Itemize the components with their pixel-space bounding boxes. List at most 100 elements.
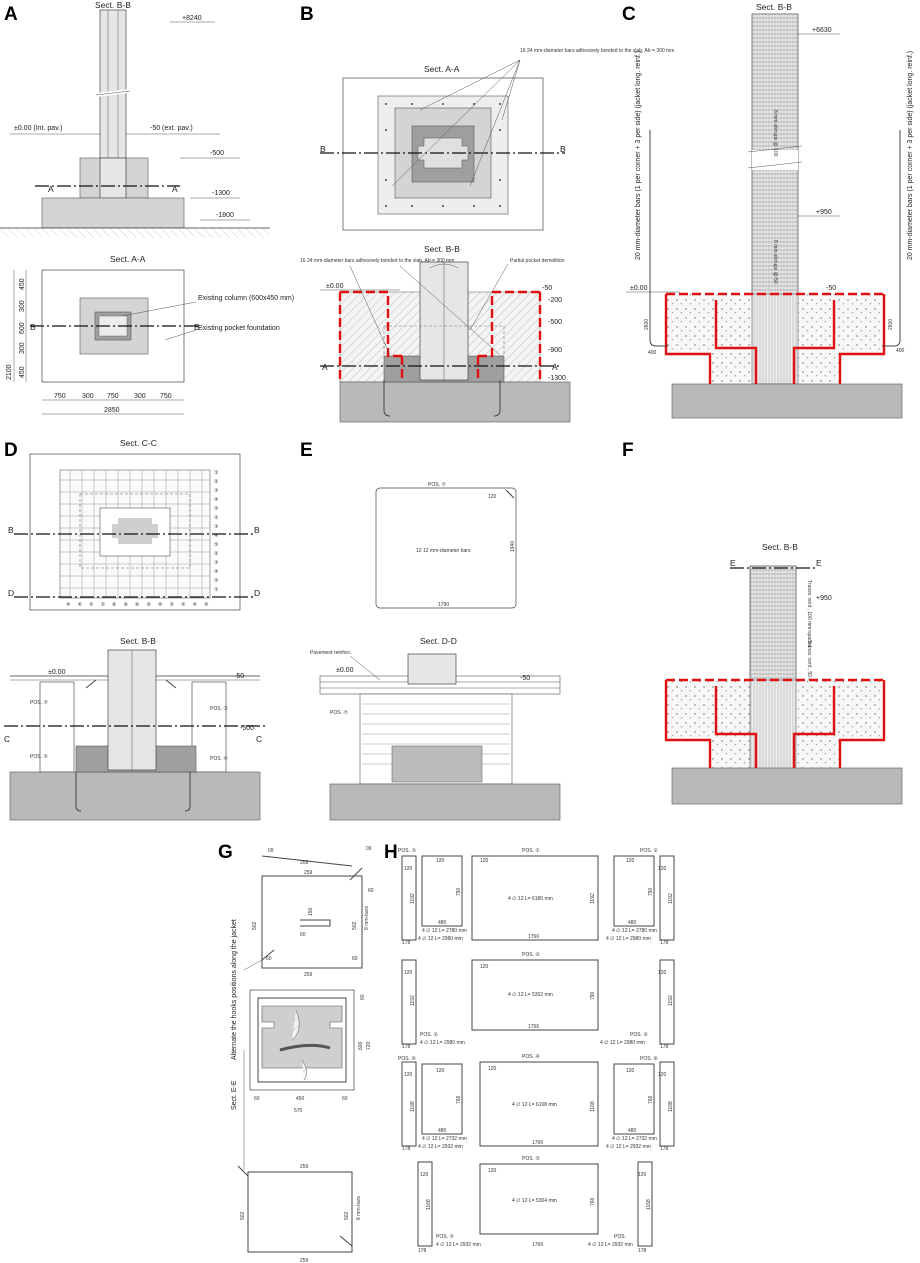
elev-200-b: -200 — [548, 297, 562, 304]
h3-d1168b: 1168 — [590, 1101, 596, 1112]
h2-d1192b: 1192 — [668, 995, 674, 1006]
elev-50-d: -50 — [234, 673, 244, 680]
h4-txt-c: 4 ∅ 12 L= 5304 mm — [512, 1198, 557, 1204]
cut-b-right-a: B — [194, 322, 200, 332]
elev-ext-a: -50 (ext. pav.) — [150, 125, 193, 132]
h4-txt-r: 4 ∅ 12 L= 2932 mm — [588, 1242, 633, 1248]
h1-d480a: 480 — [438, 920, 447, 926]
dim-2600-r-c: 2600 — [888, 319, 894, 330]
h3-d178b: 178 — [660, 1146, 669, 1152]
h1-d120e: 120 — [658, 866, 667, 872]
title-e: Sect. D-D — [420, 636, 457, 646]
panel-label-f: F — [622, 440, 634, 461]
g-259a: 259 — [304, 870, 313, 876]
note-partial-b: Partial pocket demolition — [510, 258, 565, 264]
panel-label-c: C — [622, 4, 636, 25]
elev-top-a: +8240 — [182, 15, 202, 22]
bars-e: 12 12 mm-diameter bars — [416, 548, 471, 554]
elev-500-b: -500 — [548, 319, 562, 326]
bottom-mark: ⑥ — [124, 602, 129, 608]
h4-d120a: 120 — [420, 1172, 429, 1178]
pos3-d: POS. ③ — [210, 706, 228, 712]
h1-d480b: 480 — [628, 920, 637, 926]
cut-b-left-b: B — [320, 144, 326, 154]
bottom-mark: ⑤ — [89, 602, 94, 608]
dim-v-total-a: 2100 — [6, 364, 13, 380]
h1-long-r: 4 ∅ 12 L= 2980 mm — [606, 936, 651, 942]
right-mark: ③ — [214, 524, 219, 530]
h1-d120c: 120 — [480, 858, 489, 864]
h1-pos-c: POS. ① — [522, 848, 540, 854]
cut-e-right: E — [816, 558, 822, 568]
dim-400-l-c: 400 — [648, 350, 657, 356]
right-mark: ① — [214, 587, 219, 593]
h4-pos-l: POS. ⑤ — [436, 1234, 454, 1240]
h3-d120b: 120 — [436, 1068, 445, 1074]
bottom-mark: ⑥ — [158, 602, 163, 608]
g-8mm: 8 mm-bars — [364, 906, 370, 930]
h1-small-r: 4 ∅ 12 L= 2780 mm — [612, 928, 657, 934]
h3-d1766: 1766 — [532, 1140, 543, 1146]
g-60b: 60 — [368, 888, 374, 894]
dim-v5: 450 — [19, 366, 26, 378]
cut-b-left-d: B — [8, 525, 14, 535]
stirrup-top-g — [261, 875, 363, 969]
cut-c-left: C — [4, 734, 10, 744]
h1-d790b: 790 — [648, 887, 654, 896]
h3-long-l: 4 ∅ 12 L= 2932 mm — [418, 1144, 463, 1150]
g-720: 720 — [366, 1041, 372, 1050]
g-60g: 60 — [360, 994, 366, 1000]
h3-d480a: 480 — [438, 1128, 447, 1134]
right-mark: ④ — [214, 569, 219, 575]
h2-txt-l: 4 ∅ 12 L= 2980 mm — [420, 1040, 465, 1046]
elev-1300-a: -1300 — [212, 190, 230, 197]
cut-d-left: D — [8, 588, 14, 598]
title-f: Sect. B-B — [762, 542, 798, 552]
elev-1300-b: -1300 — [548, 375, 566, 382]
pos7-stirrup-e — [375, 487, 517, 609]
h2-pos-r: POS. ② — [630, 1032, 648, 1038]
right-mark: ⑤ — [214, 542, 219, 548]
title-c: Sect. B-B — [756, 2, 792, 12]
trans-top-f: Transv. reinf., 100 mm-spaced — [806, 580, 812, 647]
g-502c: 502 — [240, 1211, 246, 1220]
g-60e: 60 — [254, 1096, 260, 1102]
panel-label-b: B — [300, 4, 314, 25]
dim-total-a: 2850 — [104, 407, 120, 414]
h2-d178a: 178 — [402, 1044, 411, 1050]
h1-d1766: 1766 — [528, 934, 539, 940]
g-sect: Sect. E-E — [231, 1080, 238, 1110]
right-mark: ④ — [214, 497, 219, 503]
g-alt-note: Alternate the hooks positions along the … — [231, 919, 238, 1060]
h1-d1192b: 1192 — [590, 893, 596, 904]
elev-0-e: ±0.00 — [336, 667, 354, 674]
h1-d178b: 178 — [660, 940, 669, 946]
cut-c-right: C — [256, 734, 262, 744]
elev-0-d: ±0.00 — [48, 669, 66, 676]
g-09a: 09 — [366, 846, 372, 852]
panel-label-e: E — [300, 440, 313, 461]
elev-int-a: ±0.00 (Int. pav.) — [14, 125, 62, 132]
h2-d120a: 120 — [404, 970, 413, 976]
h3-big: 4 ∅ 12 L= 6108 mm — [512, 1102, 557, 1108]
h3-d120d: 120 — [626, 1068, 635, 1074]
right-mark: ③ — [214, 560, 219, 566]
h2-d1766: 1766 — [528, 1024, 539, 1030]
h4-d766: 766 — [590, 1197, 596, 1206]
h1-d1192c: 1192 — [668, 893, 674, 904]
h3-d120c: 120 — [488, 1066, 497, 1072]
cut-a-left: A — [48, 184, 54, 194]
cut-b-right-b: B — [560, 144, 566, 154]
h3-d178a: 178 — [402, 1146, 411, 1152]
h3-d120a: 120 — [404, 1072, 413, 1078]
h2-txt-r: 4 ∅ 12 L= 2980 mm — [600, 1040, 645, 1046]
h1-small-l: 4 ∅ 12 L= 2780 mm — [422, 928, 467, 934]
pos7-e: POS. ⑦ — [428, 482, 446, 488]
g-502d: 502 — [344, 1211, 350, 1220]
dim-120-e: 120 — [488, 494, 497, 500]
dim-h3: 750 — [107, 393, 119, 400]
h3-pos-l: POS. ⑥ — [398, 1056, 416, 1062]
elev-0-b: ±0.00 — [326, 283, 344, 290]
